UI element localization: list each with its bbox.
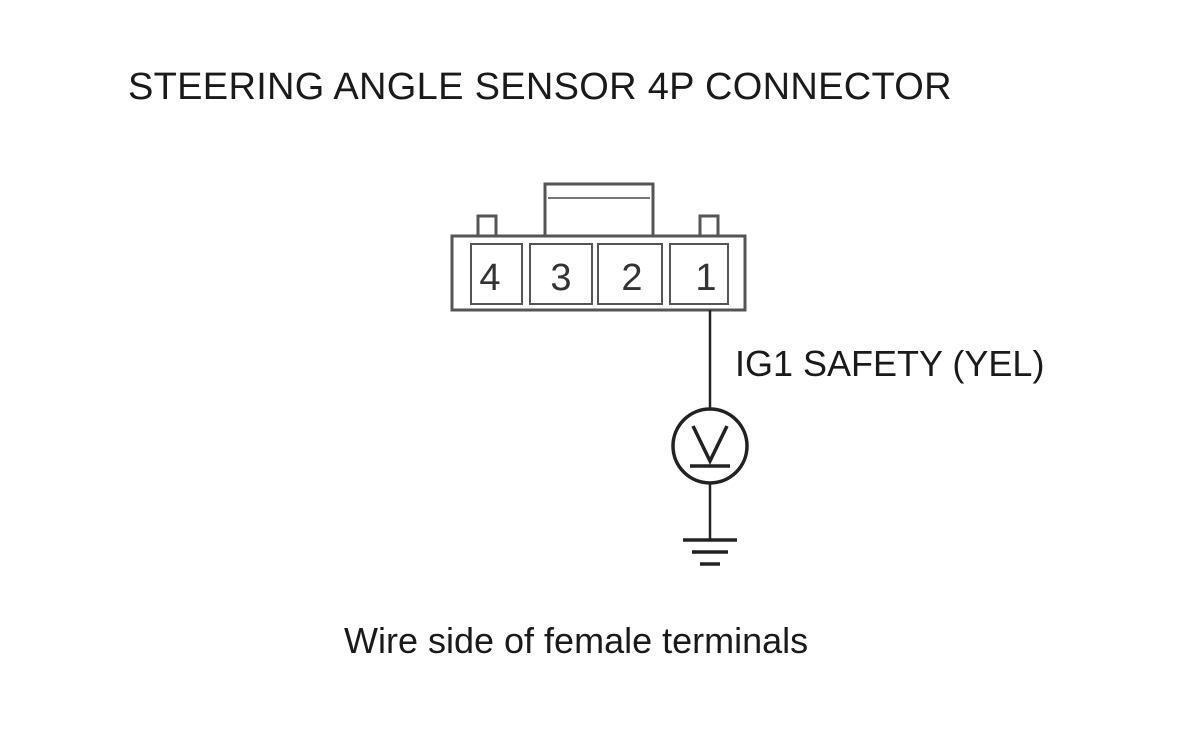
voltmeter-icon xyxy=(671,407,749,485)
terminal-number-1: 1 xyxy=(695,257,716,299)
connector-right-tab xyxy=(698,214,720,236)
terminal-cavity-2 xyxy=(597,243,663,305)
terminal-cavity-4 xyxy=(470,243,523,305)
connector-left-tab xyxy=(476,214,498,236)
diagram-caption: Wire side of female terminals xyxy=(344,620,809,661)
terminal-cavity-1 xyxy=(669,243,729,305)
terminal-cavity-3 xyxy=(529,243,593,305)
connector-lock-tab xyxy=(543,182,655,238)
terminal-number-4: 4 xyxy=(479,257,500,299)
ground-icon xyxy=(683,538,737,566)
terminal-cavities xyxy=(470,243,729,305)
terminal-number-2: 2 xyxy=(621,257,642,299)
connector-housing xyxy=(450,182,747,312)
terminal-number-3: 3 xyxy=(550,257,571,299)
connector-body xyxy=(450,234,747,312)
wire-label: IG1 SAFETY (YEL) xyxy=(735,343,1045,384)
diagram-title: STEERING ANGLE SENSOR 4P CONNECTOR xyxy=(128,66,952,108)
